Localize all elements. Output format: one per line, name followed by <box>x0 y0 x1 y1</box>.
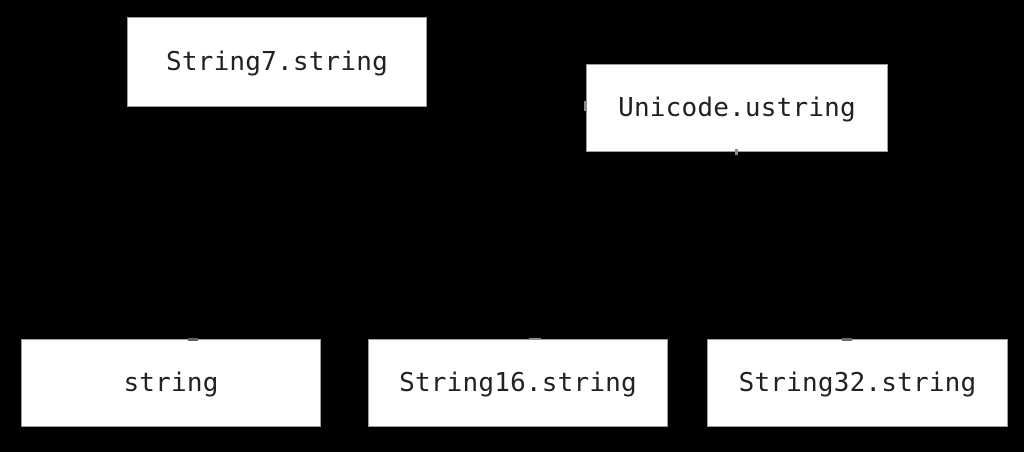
node-string16-string: String16.string <box>368 339 668 427</box>
node-label: string <box>123 368 219 398</box>
edge-arrowhead-remnant <box>842 338 852 341</box>
node-unicode-ustring: Unicode.ustring <box>586 64 888 152</box>
node-string32-string: String32.string <box>707 339 1008 427</box>
edge-line-remnant <box>735 149 738 155</box>
node-label: String32.string <box>738 368 977 398</box>
edge-arrowhead-remnant <box>529 338 541 340</box>
node-label: String16.string <box>399 368 637 398</box>
edge-line-remnant <box>584 101 587 111</box>
node-string: string <box>21 339 321 427</box>
node-string7-string: String7.string <box>127 17 427 107</box>
node-label: String7.string <box>166 47 388 77</box>
edge-arrowhead-remnant <box>188 338 198 341</box>
node-label: Unicode.ustring <box>618 93 856 123</box>
